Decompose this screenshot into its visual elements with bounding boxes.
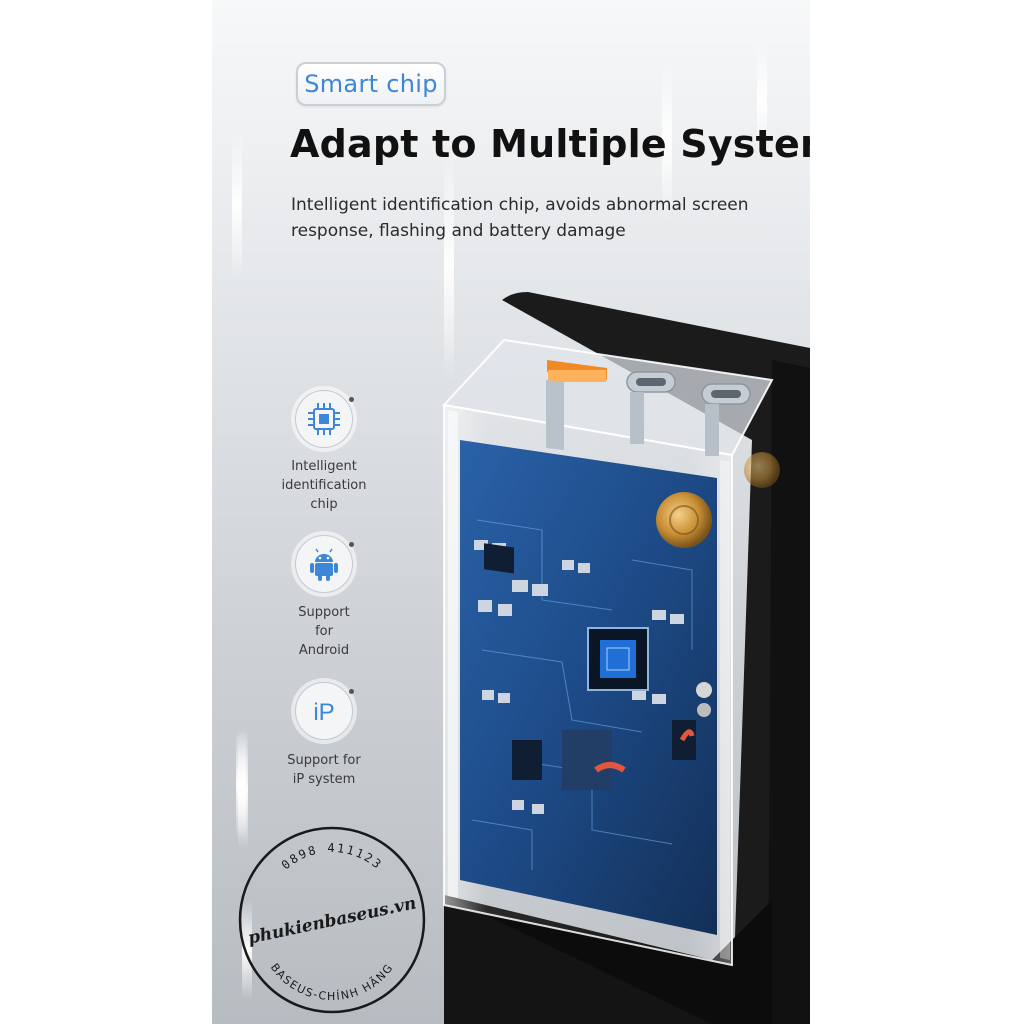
smart-chip-badge: Smart chip — [296, 62, 446, 106]
promo-panel: Smart chip Adapt to Multiple Systems Int… — [212, 0, 810, 1024]
light-streak — [232, 130, 242, 280]
feature-label-ip: Support for iP system — [287, 753, 361, 787]
light-streak — [444, 150, 454, 380]
ip-icon: iP — [295, 682, 354, 740]
feature-label-chip: Intelligent identification chip — [281, 459, 367, 512]
light-streak — [242, 900, 252, 1000]
light-streak — [238, 730, 248, 850]
light-streak — [662, 60, 672, 220]
watermark-tagline: BASEUS-CHÍNH HÃNG — [268, 961, 396, 1003]
badge-label: Smart chip — [304, 70, 438, 98]
chip-icon — [295, 390, 354, 448]
page-title: Adapt to Multiple Systems — [290, 122, 810, 166]
charger-illustration — [442, 292, 810, 1024]
ip-icon-text: iP — [313, 699, 334, 726]
page-subtitle: Intelligent identification chip, avoids … — [291, 195, 749, 241]
watermark-stamp: 0898 411123 phukienbaseus.vn BASEUS-CHÍN… — [238, 826, 426, 1014]
android-icon — [295, 535, 354, 593]
feature-label-android: Support for Android — [298, 605, 350, 658]
watermark-site: phukienbaseus.vn — [246, 893, 418, 948]
light-streak — [757, 40, 767, 160]
watermark-phone: 0898 411123 — [279, 841, 386, 872]
